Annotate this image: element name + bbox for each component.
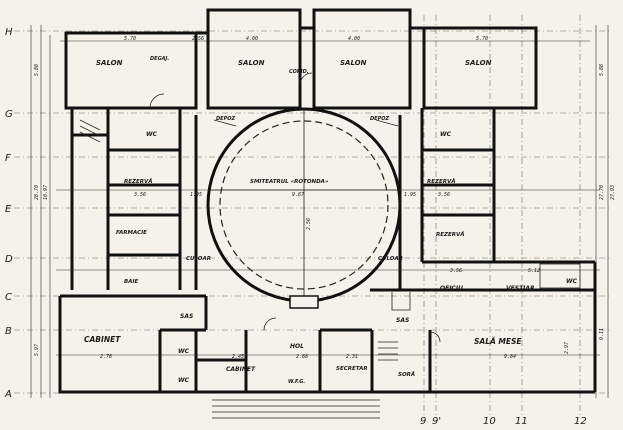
axis-label-b: B: [5, 326, 12, 337]
axis-label-12: 12: [574, 416, 587, 427]
axis-label-e: E: [5, 204, 12, 215]
room-label-rezerva-left: REZERVĂ: [124, 177, 153, 185]
room-label-salon-2: SALON: [238, 59, 265, 67]
room-label-sas-1: SAS: [180, 313, 193, 320]
dim-right-total-1: 27.70: [599, 185, 605, 200]
dim-salon-4-width: 5.70: [476, 36, 488, 42]
room-label-wc-3: WC: [178, 348, 190, 355]
room-label-sala-mese: SALĂ MESE: [474, 337, 522, 346]
room-label-depoz-1: DEPOZ: [216, 116, 235, 122]
room-label-rezerva-right-1: REZERVĂ: [427, 177, 456, 185]
dim-right-total-2: 27.93: [610, 185, 616, 200]
dim-degaj-width: 2.56: [192, 36, 204, 42]
room-label-depoz-2: DEPOZ: [370, 116, 389, 122]
dim-oficiu: 3.56: [449, 268, 462, 274]
room-label-secretar: SECRETAR: [336, 366, 368, 372]
dim-rezerva-left: 3.56: [133, 192, 146, 198]
axis-label-h: H: [5, 27, 13, 38]
room-label-salon-4: SALON: [465, 59, 492, 67]
dim-hol: 2.68: [296, 354, 308, 360]
room-label-culoar-2: CULOAR: [378, 256, 403, 262]
room-label-degaj: DEGAJ.: [150, 56, 169, 62]
walls: [58, 8, 597, 394]
room-label-farmacie: FARMACIE: [116, 230, 147, 236]
room-label-hol: HOL: [290, 343, 304, 350]
room-label-wfg: W.F.G.: [288, 379, 305, 385]
dim-top-height: 5.88: [34, 64, 40, 76]
dim-salon-3-width: 4.00: [348, 36, 360, 42]
dim-corridor-left: 1.95: [190, 192, 202, 198]
axis-label-g: G: [5, 109, 13, 120]
room-label-sas-2: SAS: [396, 317, 409, 324]
dim-secretar: 2.31: [346, 354, 358, 360]
room-label-oficiu: OFICIU: [440, 285, 463, 292]
dim-rotunda-vertical: 2.56: [306, 218, 312, 230]
axis-label-c: C: [5, 292, 12, 303]
dim-vestiar: 5.12: [528, 268, 540, 274]
dim-cabinet-1: 2.76: [100, 354, 112, 360]
axis-label-a: A: [4, 389, 12, 400]
dim-cabinet-2: 2.45: [232, 354, 244, 360]
dim-sala-height: 2.97: [564, 342, 570, 354]
dim-right-top-height: 5.88: [599, 64, 605, 76]
room-label-wc-2: WC: [440, 131, 452, 138]
dim-right-bottom-height: 9.11: [599, 328, 605, 340]
room-label-vestiar: VESTIAR: [506, 285, 535, 292]
rotunda: [206, 107, 402, 309]
dim-rotunda-diameter: 9.87: [292, 192, 304, 198]
dim-corridor-right: 1.95: [404, 192, 416, 198]
doors-and-stairs: [79, 72, 581, 419]
room-label-rezerva-right-2: REZERVĂ: [436, 230, 465, 238]
room-label-wc-5: WC: [566, 278, 578, 285]
room-label-wc-1: WC: [146, 131, 158, 138]
axis-label-d: D: [5, 254, 13, 265]
room-label-salon-3: SALON: [340, 59, 367, 67]
axis-label-9-prime: 9': [432, 416, 441, 427]
axis-label-11: 11: [515, 416, 528, 427]
dim-salon-2-width: 4.00: [246, 36, 258, 42]
axis-label-f: F: [5, 153, 11, 164]
room-label-cabinet-1: CABINET: [84, 335, 121, 344]
dim-total-height-1: 28.70: [34, 185, 40, 200]
axis-label-10: 10: [483, 416, 496, 427]
room-label-wc-4: WC: [178, 377, 190, 384]
room-label-sora: SORĂ: [398, 370, 415, 378]
dim-bottom-height: 5.97: [34, 344, 40, 356]
room-label-corid: CORID.: [289, 69, 309, 75]
axis-label-9: 9: [420, 416, 426, 427]
dim-sala-mese: 9.84: [504, 354, 516, 360]
room-label-baie: BAIE: [124, 279, 138, 285]
room-label-cabinet-2: CABINET: [226, 366, 256, 373]
dim-salon-1-width: 5.70: [124, 36, 136, 42]
room-label-salon-1: SALON: [96, 59, 123, 67]
dim-rezerva-right: 3.56: [437, 192, 450, 198]
room-label-culoar-1: CULOAR: [186, 256, 211, 262]
room-label-semiteatrul: SMITEATRUL «ROTONDA»: [250, 179, 329, 185]
dim-total-height-2: 10.97: [43, 185, 49, 200]
